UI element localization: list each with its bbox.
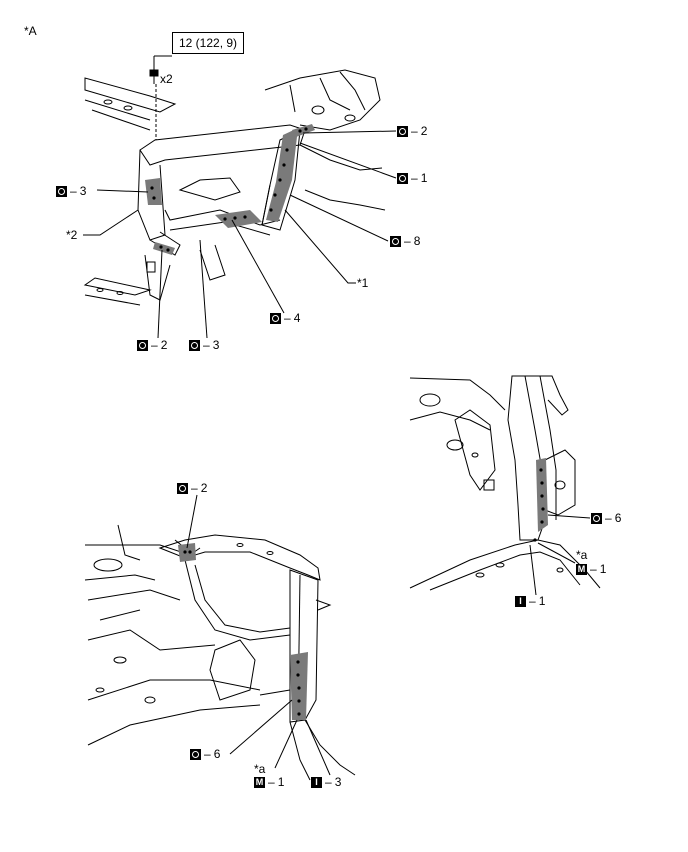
callout-separator: – bbox=[70, 184, 77, 198]
weld-symbol-o-icon bbox=[390, 236, 401, 247]
note-star-a-left-view: *a bbox=[254, 762, 266, 776]
weld-callout-i1-right-view: I – 1 bbox=[515, 595, 545, 608]
callout-number: 4 bbox=[293, 311, 301, 325]
weld-symbol-i-icon: I bbox=[515, 596, 526, 607]
view-label: *A bbox=[24, 24, 37, 38]
callout-separator: – bbox=[268, 775, 275, 789]
weld-callout-o1: – 1 bbox=[397, 172, 427, 185]
top-view-drawing bbox=[83, 55, 397, 339]
callout-number: 6 bbox=[614, 511, 622, 525]
weld-symbol-o-icon bbox=[190, 749, 201, 760]
callout-number: 6 bbox=[213, 747, 221, 761]
right-view-drawing bbox=[409, 375, 601, 596]
weld-symbol-o-icon bbox=[189, 340, 200, 351]
callout-number: 2 bbox=[420, 124, 428, 138]
weld-callout-m1-left-view: M – 1 bbox=[254, 776, 284, 789]
weld-symbol-o-icon bbox=[177, 483, 188, 494]
callout-separator: – bbox=[204, 747, 211, 761]
weld-callout-o3-bottom: – 3 bbox=[189, 339, 219, 352]
callout-number: 2 bbox=[160, 338, 168, 352]
callout-separator: – bbox=[411, 124, 418, 138]
note-star-2: *2 bbox=[66, 228, 78, 242]
callout-number: 3 bbox=[79, 184, 87, 198]
note-star-a-right-view: *a bbox=[576, 548, 588, 562]
callout-separator: – bbox=[203, 338, 210, 352]
bolt-torque-spec: 12 (122, 9) bbox=[172, 32, 245, 54]
weld-symbol-o-icon bbox=[137, 340, 148, 351]
weld-callout-o2-right: – 2 bbox=[397, 125, 427, 138]
weld-symbol-o-icon bbox=[397, 126, 408, 137]
weld-symbol-o-icon bbox=[397, 173, 408, 184]
callout-number: 8 bbox=[413, 234, 421, 248]
callout-separator: – bbox=[605, 511, 612, 525]
callout-number: 1 bbox=[599, 562, 607, 576]
callout-separator: – bbox=[325, 775, 332, 789]
weld-callout-o6-right-view: – 6 bbox=[591, 512, 621, 525]
callout-number: 1 bbox=[538, 594, 546, 608]
bolt-quantity: x2 bbox=[160, 72, 173, 86]
callout-separator: – bbox=[191, 481, 198, 495]
callout-separator: – bbox=[590, 562, 597, 576]
callout-separator: – bbox=[411, 171, 418, 185]
weld-callout-o2-left-view: – 2 bbox=[177, 482, 207, 495]
weld-callout-o8: – 8 bbox=[390, 235, 420, 248]
callout-number: 1 bbox=[420, 171, 428, 185]
callout-number: 2 bbox=[200, 481, 208, 495]
weld-symbol-o-icon bbox=[56, 186, 67, 197]
weld-symbol-o-icon bbox=[270, 313, 281, 324]
callout-number: 3 bbox=[212, 338, 220, 352]
weld-symbol-m-icon: M bbox=[576, 564, 587, 575]
callout-number: 3 bbox=[334, 775, 342, 789]
weld-callout-o2-bottom: – 2 bbox=[137, 339, 167, 352]
callout-separator: – bbox=[404, 234, 411, 248]
weld-symbol-m-icon: M bbox=[254, 777, 265, 788]
left-view-drawing bbox=[84, 494, 356, 781]
weld-callout-m1-right-view: M – 1 bbox=[576, 563, 606, 576]
note-star-1: *1 bbox=[357, 276, 369, 290]
callout-number: 1 bbox=[277, 775, 285, 789]
weld-callout-o3-left: – 3 bbox=[56, 185, 86, 198]
callout-separator: – bbox=[284, 311, 291, 325]
weld-callout-i3-left-view: I – 3 bbox=[311, 776, 341, 789]
weld-callout-o4: – 4 bbox=[270, 312, 300, 325]
weld-symbol-i-icon: I bbox=[311, 777, 322, 788]
weld-callout-o6-left-view: – 6 bbox=[190, 748, 220, 761]
weld-symbol-o-icon bbox=[591, 513, 602, 524]
callout-separator: – bbox=[151, 338, 158, 352]
callout-separator: – bbox=[529, 594, 536, 608]
